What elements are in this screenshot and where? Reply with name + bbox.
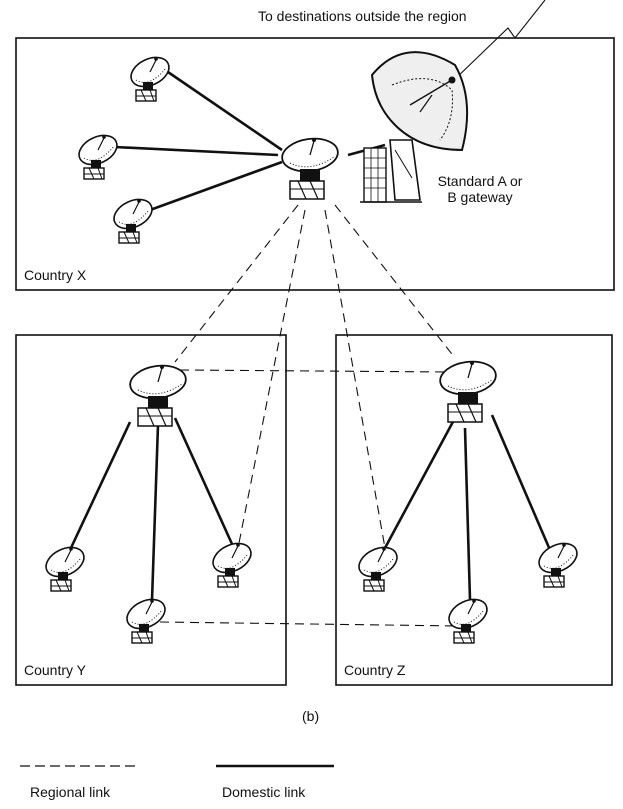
hub-station-y [127, 361, 189, 427]
station-y-1 [40, 540, 90, 592]
gateway-antenna [360, 51, 469, 203]
station-z-1 [353, 540, 403, 592]
external-destinations-label: To destinations outside the region [258, 8, 467, 24]
country-x-label: Country X [24, 267, 87, 283]
regional-links [159, 204, 461, 627]
station-y-3 [207, 536, 257, 588]
country-x-box [15, 37, 615, 291]
external-link-zigzag [451, 0, 546, 83]
legend-domestic-label: Domestic link [222, 784, 306, 800]
station-x-1 [125, 50, 175, 102]
subfigure-label: (b) [302, 708, 320, 724]
legend-regional-label: Regional link [30, 784, 111, 800]
station-x-3 [108, 192, 158, 244]
country-z-label: Country Z [344, 662, 406, 678]
gateway-label-line1: Standard A or [437, 173, 523, 189]
gateway-label: Standard A or B gateway [420, 173, 540, 205]
hub-station-x [279, 134, 341, 200]
domestic-links-z [383, 414, 552, 601]
hub-station-z [437, 357, 499, 423]
gateway-label-line2: B gateway [447, 189, 513, 205]
station-y-2 [121, 592, 171, 644]
country-y-box [15, 334, 287, 686]
country-z-box [335, 334, 613, 686]
station-z-2 [443, 592, 493, 644]
station-x-2 [73, 128, 123, 180]
country-y-label: Country Y [24, 662, 86, 678]
station-z-3 [533, 536, 583, 588]
domestic-links-y [68, 417, 234, 601]
